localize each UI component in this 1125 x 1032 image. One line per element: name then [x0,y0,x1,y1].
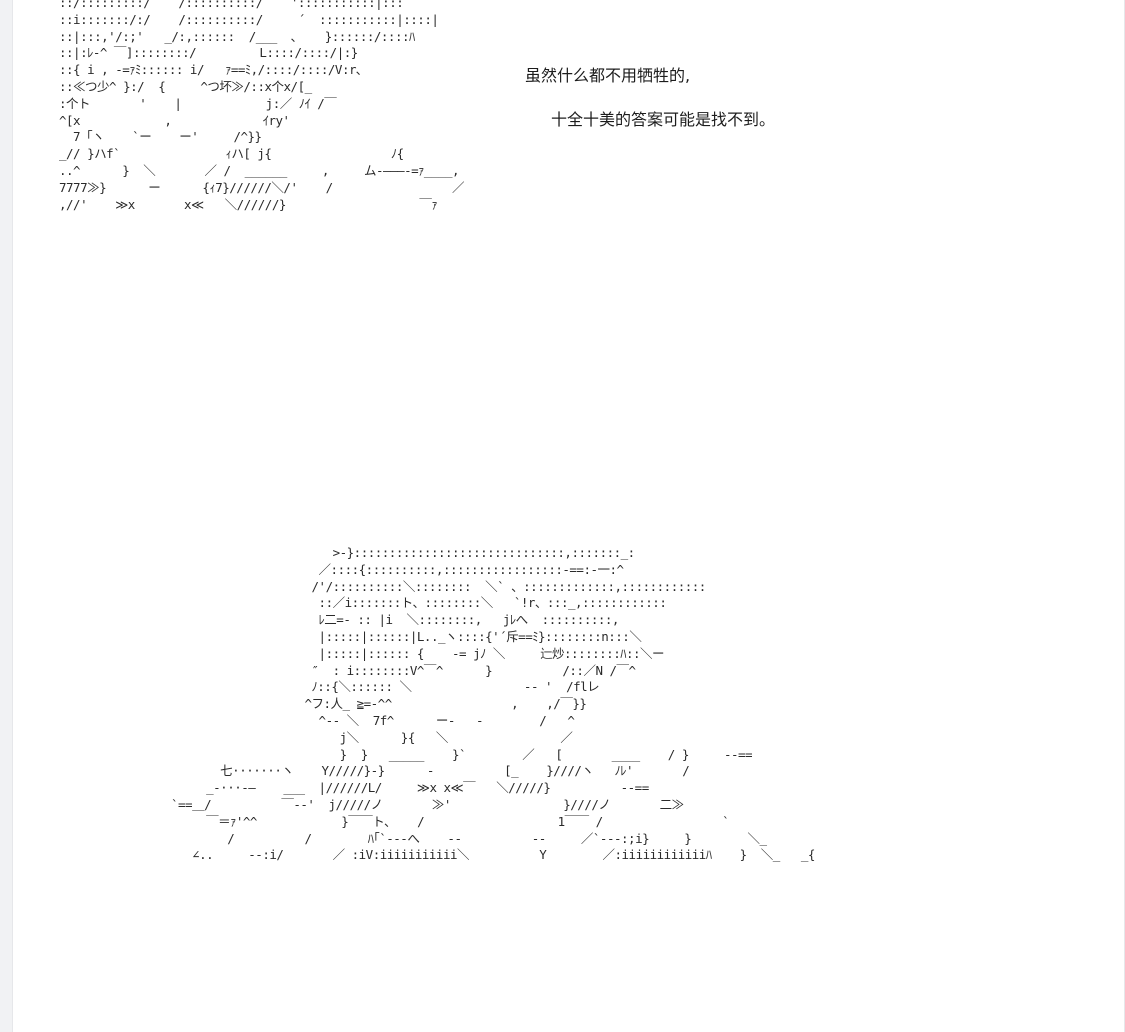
caption-line-2: 十全十美的答案可能是找不到。 [551,110,776,129]
page-canvas: ::/:::::::::/ /::::::::::/ ':::::::::::|… [12,0,1125,1032]
caption-line-1: 虽然什么都不用牺牲的, [525,66,691,85]
ascii-art-bottom: >-}::::::::::::::::::::::::::::::,::::::… [171,545,815,863]
ascii-art-top: ::/:::::::::/ /::::::::::/ ':::::::::::|… [59,0,465,212]
